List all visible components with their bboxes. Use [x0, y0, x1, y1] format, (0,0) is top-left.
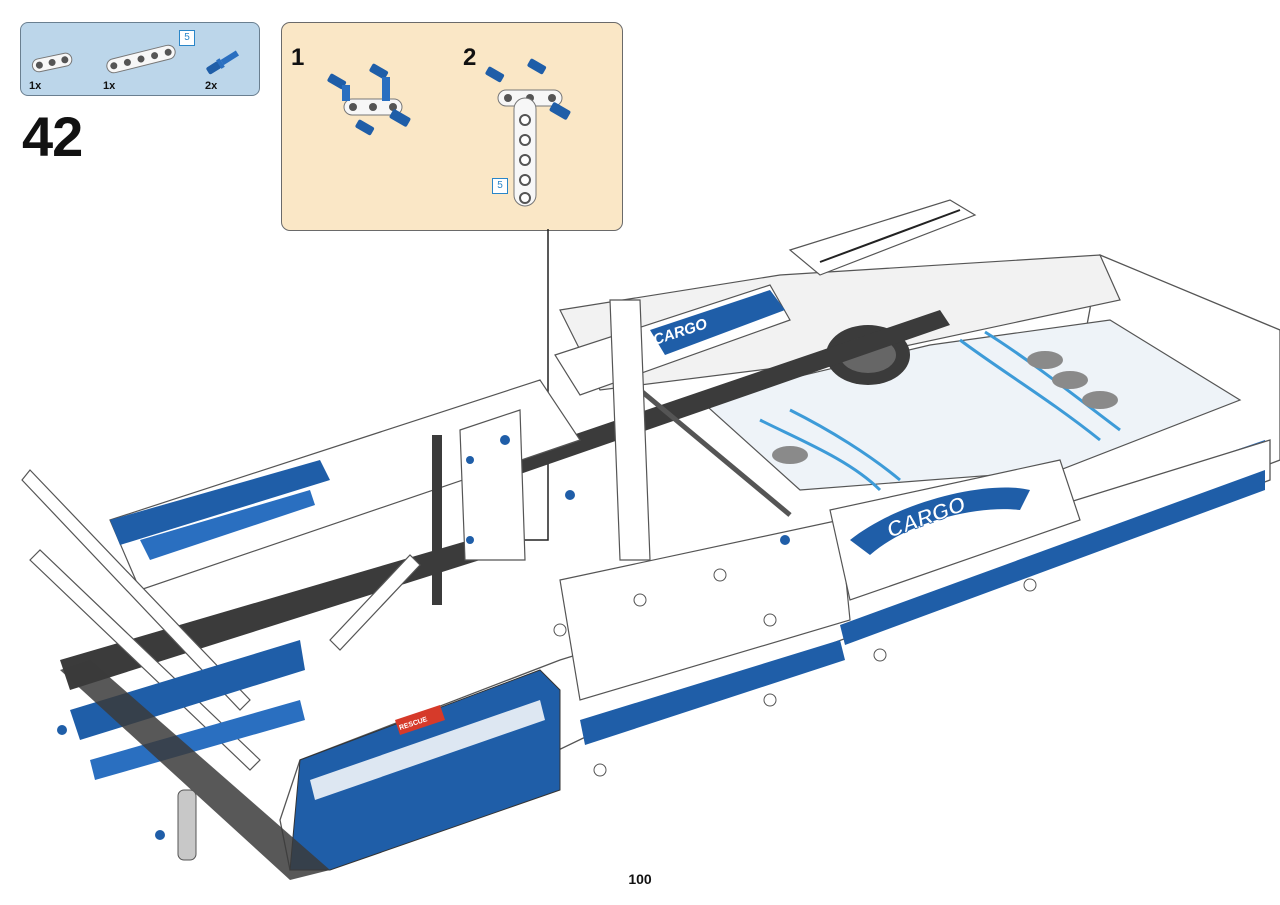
step-number: 42: [22, 105, 83, 168]
sub-step-2-length-badge: 5: [492, 178, 508, 194]
beam-5-quantity: 1x: [103, 80, 116, 92]
axle-pin-quantity: 2x: [205, 80, 218, 92]
beam-3-part: [31, 52, 73, 73]
axle-pin-part: [206, 50, 240, 75]
sub-step-1-label: 1: [291, 44, 305, 71]
sub-step-2-label: 2: [463, 44, 477, 71]
sub-step-2-illustration: [485, 58, 571, 207]
page-number: 100: [628, 871, 652, 887]
beam-5-length-badge: 5: [179, 30, 195, 46]
parts-list-box: 1x 1x 5 2x: [20, 22, 260, 96]
beam-5-part: [106, 44, 176, 74]
sub-assembly-box: 1 2: [281, 22, 623, 231]
beam-3-quantity: 1x: [29, 80, 42, 92]
sub-step-1-illustration: [327, 63, 411, 136]
